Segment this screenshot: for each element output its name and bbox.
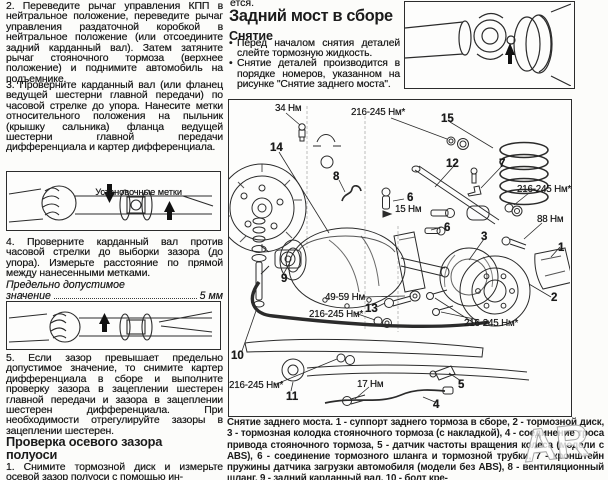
step-4-paragraph: 4. Проверните карданный вал против часов… bbox=[6, 236, 223, 280]
driveshaft-hand-illustration-2 bbox=[8, 311, 213, 343]
arrow-up-icon bbox=[164, 201, 175, 220]
diagram-label: 3 bbox=[481, 231, 488, 243]
step-1-axial-paragraph: 1. Снимите тормозной диск и измерьте осе… bbox=[6, 461, 223, 480]
diagram-caption: Снятие заднего моста. 1 - суппорт заднег… bbox=[227, 417, 604, 480]
figure-ujoint bbox=[404, 1, 575, 89]
figure-driveshaft-backlash bbox=[6, 301, 221, 350]
diagram-label: 2 bbox=[551, 292, 558, 304]
diagram-label: 13 bbox=[365, 303, 378, 315]
diagram-label: 6 bbox=[407, 192, 414, 204]
diagram-label: 216-245 Нм* bbox=[309, 309, 364, 320]
diagram-label: 6 bbox=[444, 222, 451, 234]
diagram-label: 15 bbox=[441, 113, 454, 125]
diagram-label: 10 bbox=[231, 350, 244, 362]
diagram-label: 4 bbox=[433, 399, 440, 411]
diagram-label: 5 bbox=[458, 379, 465, 391]
diagram-label: 8 bbox=[333, 171, 340, 183]
diagram-label: 11 bbox=[286, 391, 299, 403]
driveshaft-hand-illustration bbox=[8, 184, 214, 223]
diagram-label: 88 Нм bbox=[537, 214, 564, 225]
limit-spec: Предельно допустимое значение 5 мм bbox=[6, 280, 223, 302]
diagram-label: 216-245 Нм* bbox=[464, 318, 519, 329]
diagram-label: 216-245 Нм* bbox=[229, 380, 284, 391]
diagram-label: 1 bbox=[558, 242, 565, 254]
arrow-up-icon bbox=[99, 313, 110, 332]
diagram-label: 216-245 Нм* bbox=[517, 184, 572, 195]
dotted-leader bbox=[53, 297, 197, 299]
step-2-paragraph: 2. Переведите рычаг управления КПП в ней… bbox=[6, 0, 223, 85]
limit-spec-title: Предельно допустимое bbox=[6, 279, 125, 291]
note-bullet: Перед началом снятия деталей слейте торм… bbox=[229, 38, 400, 59]
step-5-paragraph: 5. Если зазор превышает предельно допуст… bbox=[6, 352, 223, 437]
ujoint-illustration bbox=[405, 3, 572, 87]
arrow-down-icon bbox=[104, 184, 115, 203]
diagram-label: 15 Нм bbox=[395, 204, 422, 215]
arrow-up-icon bbox=[505, 43, 515, 64]
diagram-label: 34 Нм bbox=[275, 103, 302, 114]
figure-driveshaft-marks: Установочные метки bbox=[6, 171, 221, 231]
removal-notes: Перед началом снятия деталей слейте торм… bbox=[229, 38, 400, 90]
note-bullet: Снятие деталей производится в порядке но… bbox=[229, 59, 400, 90]
column-top-fragment: ется. bbox=[230, 0, 255, 9]
diagram-label: 9 bbox=[281, 273, 288, 285]
diagram-label: 7 bbox=[499, 158, 506, 170]
limit-spec-value: 5 мм bbox=[199, 289, 223, 302]
diagram-label: 216-245 Нм* bbox=[351, 107, 406, 118]
figure-label-setting-marks: Установочные метки bbox=[95, 187, 182, 197]
diagram-label: 17 Нм bbox=[357, 379, 384, 390]
section-heading-axial-play: Проверка осевого зазора полуоси bbox=[6, 434, 163, 462]
step-3-paragraph: 3. Проверните карданный вал (или фланец … bbox=[6, 79, 223, 154]
diagram-label: 49-59 Нм bbox=[325, 292, 365, 303]
diagram-label: 14 bbox=[270, 142, 283, 154]
limit-spec-name: значение bbox=[6, 289, 51, 302]
page-title: Задний мост в сборе bbox=[229, 7, 393, 25]
rear-axle-line-art bbox=[229, 106, 570, 406]
left-column: 2. Переведите рычаг управления КПП в ней… bbox=[6, 0, 223, 480]
diagram-label: 12 bbox=[446, 158, 459, 170]
